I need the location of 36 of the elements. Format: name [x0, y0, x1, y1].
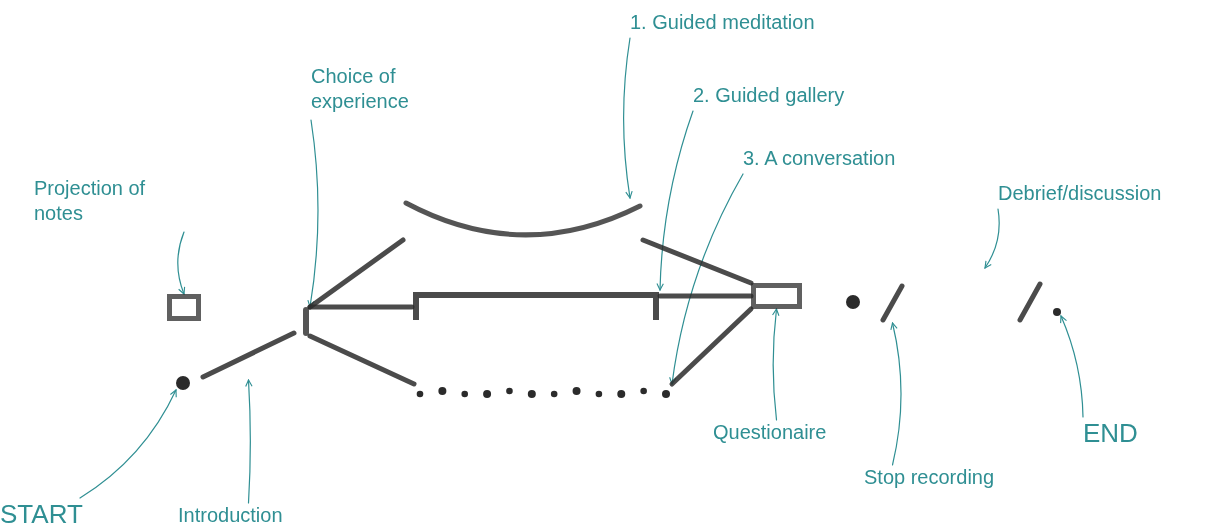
- step-label: Introduction: [178, 503, 323, 529]
- branch-stroke: [640, 237, 754, 286]
- leader-arrow: [890, 322, 902, 466]
- branch-stroke: [307, 237, 406, 310]
- bracket-stroke: [412, 290, 660, 323]
- dot: [846, 295, 860, 309]
- leader-arrow: [245, 379, 253, 504]
- stroke-mark: [880, 283, 905, 323]
- branch-stroke: [307, 304, 415, 310]
- branch-stroke: [669, 306, 754, 387]
- branch-stroke: [307, 333, 417, 387]
- leader-arrow: [772, 308, 780, 421]
- outlined-rectangle: [751, 283, 802, 309]
- step-label: Stop recording: [864, 465, 1039, 493]
- dot: [1053, 308, 1061, 316]
- step-label: Questionaire: [713, 420, 863, 448]
- step-label: END: [1083, 417, 1159, 449]
- step-label: 3. A conversation: [743, 146, 948, 174]
- step-label: 1. Guided meditation: [630, 10, 842, 38]
- branch-stroke: [657, 293, 754, 299]
- leader-arrow: [177, 231, 186, 295]
- stroke-mark: [302, 307, 310, 336]
- step-label: Debrief/discussion: [998, 181, 1224, 209]
- step-label: Projection of notes: [34, 176, 194, 232]
- leader-arrow: [79, 389, 177, 499]
- step-label: Choice of experience: [311, 64, 451, 120]
- leader-arrow: [984, 208, 1000, 269]
- outlined-rectangle: [167, 294, 201, 321]
- leader-arrow: [1059, 315, 1084, 418]
- leader-arrow: [623, 37, 633, 199]
- stroke-mark: [1017, 281, 1043, 323]
- leader-arrow: [656, 110, 694, 291]
- step-label: 2. Guided gallery: [693, 83, 893, 111]
- dot: [176, 376, 190, 390]
- stroke-mark: [200, 330, 297, 380]
- curved-stroke: [403, 198, 643, 240]
